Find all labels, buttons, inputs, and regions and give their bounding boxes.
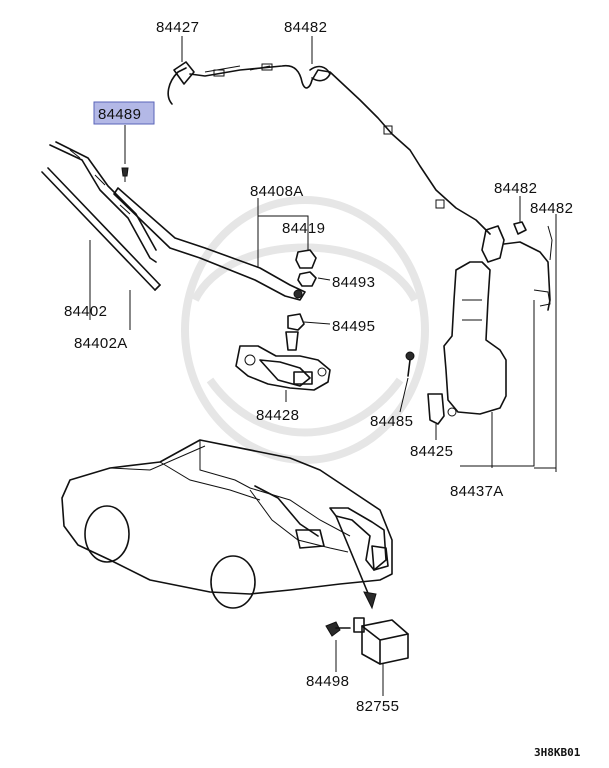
washer-tank-84437a [443, 225, 551, 415]
label-84425[interactable]: 84425 [410, 443, 453, 460]
label-84427[interactable]: 84427 [156, 19, 199, 36]
label-84402[interactable]: 84402 [64, 303, 107, 320]
nut-84493 [297, 271, 317, 287]
relay-82755 [353, 617, 409, 665]
wiper-motor-84428 [235, 331, 331, 391]
label-84482-top[interactable]: 84482 [284, 19, 327, 36]
wiper-arm-84408a [113, 187, 306, 301]
label-84402a[interactable]: 84402A [74, 335, 128, 352]
wiper-blade-84402 [41, 167, 161, 291]
screw-84489 [121, 167, 129, 182]
watermark-logo [181, 196, 429, 464]
leader-lines [89, 36, 557, 696]
cap-84419 [295, 249, 317, 269]
label-84493[interactable]: 84493 [332, 274, 375, 291]
bolt-84498 [325, 621, 351, 637]
label-84489[interactable]: 84489 [98, 106, 141, 123]
bolt-84485 [405, 351, 415, 377]
washer-pump-84425 [427, 393, 457, 425]
hose-connector-84482 [309, 65, 331, 82]
label-84437a[interactable]: 84437A [450, 483, 504, 500]
hose-joint-84427 [173, 61, 195, 85]
clip-84482-upper [513, 221, 527, 235]
label-84482-right[interactable]: 84482 [530, 200, 573, 217]
label-84495[interactable]: 84495 [332, 318, 375, 335]
washer-hose [167, 63, 491, 235]
highlight-box-84489 [93, 101, 155, 125]
wiper-blade-84402a [49, 141, 157, 263]
pointer-arrow [335, 515, 377, 610]
label-82755[interactable]: 82755 [356, 698, 399, 715]
diagram-code: 3H8KB01 [534, 746, 581, 759]
label-84419[interactable]: 84419 [282, 220, 325, 237]
bushing-84495 [287, 313, 305, 331]
label-84428[interactable]: 84428 [256, 407, 299, 424]
label-84482-middle[interactable]: 84482 [494, 180, 537, 197]
clip-84482-right [547, 225, 553, 261]
label-84498[interactable]: 84498 [306, 673, 349, 690]
label-84408a[interactable]: 84408A [250, 183, 304, 200]
label-84485[interactable]: 84485 [370, 413, 413, 430]
car-outline [61, 439, 393, 609]
